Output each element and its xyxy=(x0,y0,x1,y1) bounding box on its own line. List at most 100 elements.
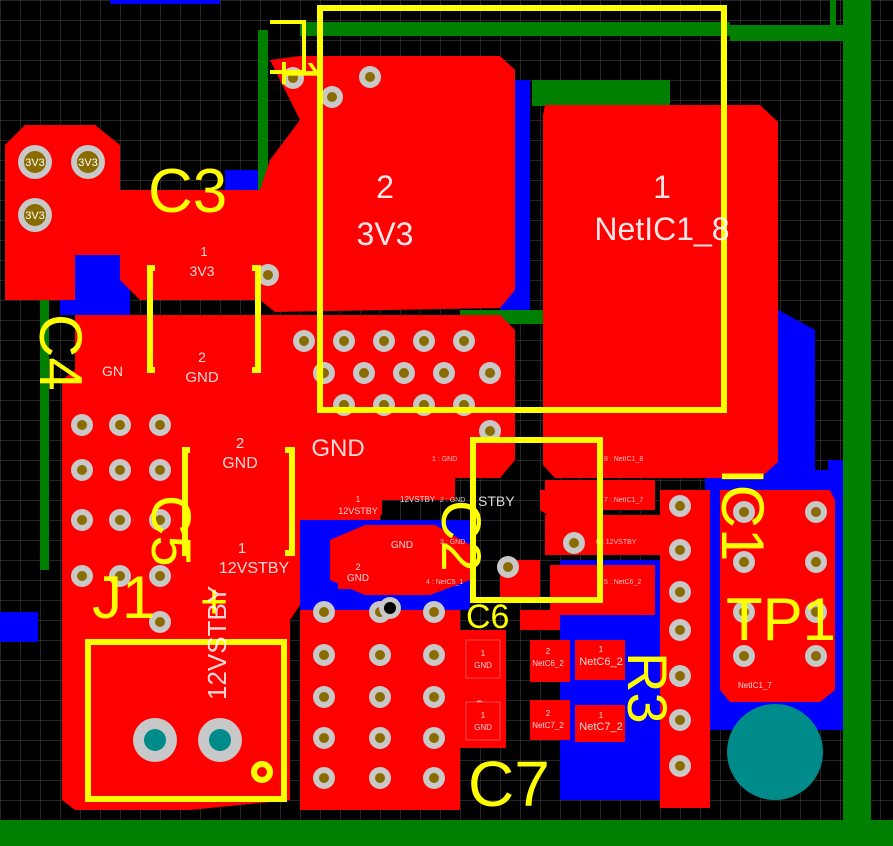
c5-pads: 2 GND 1 12VSTBY xyxy=(219,435,290,577)
via-hole xyxy=(24,204,46,226)
svg-text:NetC6_2: NetC6_2 xyxy=(532,659,564,668)
via-hole xyxy=(115,465,125,475)
svg-text:GND: GND xyxy=(474,723,492,732)
r3-designator: R3 xyxy=(616,652,679,724)
reg-pad1-number: 1 xyxy=(653,169,671,205)
via-hole xyxy=(429,773,439,783)
via-hole xyxy=(319,607,329,617)
via-hole xyxy=(115,571,125,581)
via-hole xyxy=(569,538,579,548)
svg-text:1: 1 xyxy=(599,645,604,654)
tp1-designator: TP1 xyxy=(726,586,836,653)
via-hole xyxy=(319,773,329,783)
svg-text:12VSTBY: 12VSTBY xyxy=(219,560,290,577)
svg-text:7 : NetIC1_7: 7 : NetIC1_7 xyxy=(604,497,643,504)
via-hole xyxy=(384,602,396,614)
via-hole xyxy=(339,336,349,346)
via-hole xyxy=(429,692,439,702)
via-hole xyxy=(429,733,439,743)
via-hole xyxy=(811,507,821,517)
svg-text:12VSTBY: 12VSTBY xyxy=(338,506,378,516)
via-hole xyxy=(739,507,749,517)
svg-text:1: 1 xyxy=(356,495,361,504)
c6-designator: C6 xyxy=(466,598,509,636)
svg-text:2: 2 xyxy=(198,349,206,365)
svg-text:8 : NetIC1_8: 8 : NetIC1_8 xyxy=(604,456,643,463)
vstby-rotated-label: 12VSTBY xyxy=(202,586,232,700)
ic1-pin-labels: 1 : GND 8 : NetIC1_8 7 : NetIC1_7 6 : 12… xyxy=(426,456,643,586)
gnd-partial-label: GN xyxy=(102,363,123,379)
svg-text:1 : GND: 1 : GND xyxy=(432,456,457,463)
stby-partial-label: STBY xyxy=(478,493,515,509)
via-net-label: 3V3 xyxy=(25,210,45,222)
via-hole xyxy=(77,571,87,581)
reg-pad1-net: NetIC1_8 xyxy=(594,211,729,247)
via-hole xyxy=(485,426,495,436)
via-net-label: 3V3 xyxy=(78,157,98,169)
svg-text:NetC7_2: NetC7_2 xyxy=(532,721,564,730)
via-hole xyxy=(439,368,449,378)
c3-pads: 1 3V3 2 GND xyxy=(185,244,219,386)
via-hole xyxy=(675,671,685,681)
via-hole xyxy=(288,73,298,83)
c7-designator: C7 xyxy=(468,748,550,820)
c2-pads: 1 12VSTBY 2 GND GND xyxy=(330,485,413,589)
svg-text:GND: GND xyxy=(474,661,492,670)
svg-text:1: 1 xyxy=(599,711,604,720)
via-hole xyxy=(503,562,513,572)
via-hole xyxy=(419,336,429,346)
ic1-designator: IC1 xyxy=(709,468,776,561)
svg-text:1: 1 xyxy=(481,649,486,658)
via-hole xyxy=(155,571,165,581)
via-hole xyxy=(739,557,749,567)
svg-text:2: 2 xyxy=(546,647,551,656)
via-hole xyxy=(675,625,685,635)
via-hole xyxy=(155,515,165,525)
c3-designator: C3 xyxy=(148,157,227,226)
via-hole xyxy=(429,650,439,660)
c2-designator: C2 xyxy=(430,500,493,572)
svg-text:GND: GND xyxy=(391,540,413,551)
via-hole xyxy=(365,72,375,82)
net-labels: GND GN 12VSTBY STBY 12VSTBY C7 xyxy=(102,363,515,713)
svg-text:6 : 12VSTBY: 6 : 12VSTBY xyxy=(596,539,637,546)
via-hole xyxy=(739,607,749,617)
svg-text:3 : GND: 3 : GND xyxy=(440,539,465,546)
silkscreen-outlines xyxy=(85,5,727,802)
silkscreen-text: C3 C4 C5 C2 C6 C7 R3 IC1 J1 TP1 1 + xyxy=(27,58,836,820)
svg-text:GND: GND xyxy=(222,455,258,472)
svg-text:1: 1 xyxy=(238,540,246,557)
via-hole xyxy=(115,515,125,525)
via-hole xyxy=(675,545,685,555)
via-hole xyxy=(485,368,495,378)
via-hole xyxy=(77,465,87,475)
via-hole xyxy=(375,650,385,660)
svg-text:NetC6_2: NetC6_2 xyxy=(579,656,622,668)
svg-text:5 : NetC6_2: 5 : NetC6_2 xyxy=(604,579,641,586)
via-hole xyxy=(375,773,385,783)
via-hole xyxy=(459,336,469,346)
svg-text:GND: GND xyxy=(185,369,219,386)
via-hole xyxy=(24,151,46,173)
via-hole xyxy=(375,692,385,702)
svg-text:2: 2 xyxy=(355,562,360,572)
via-hole xyxy=(379,336,389,346)
via-hole xyxy=(675,715,685,725)
via-hole xyxy=(77,420,87,430)
via-hole xyxy=(299,336,309,346)
regulator-pad-labels: 2 3V3 1 NetIC1_8 xyxy=(357,169,730,252)
via-hole xyxy=(429,607,439,617)
svg-text:3V3: 3V3 xyxy=(190,263,215,279)
svg-text:2: 2 xyxy=(546,709,551,718)
via-hole xyxy=(319,692,329,702)
polarity-plus: + xyxy=(200,576,228,629)
j1-designator: J1 xyxy=(92,564,155,631)
svg-text:2: 2 xyxy=(236,435,244,452)
via-hole xyxy=(77,151,99,173)
via-hole xyxy=(155,465,165,475)
tp1-pad-net: NetIC1_7 xyxy=(738,681,772,690)
svg-text:1: 1 xyxy=(200,244,207,259)
reg-pad2-net: 3V3 xyxy=(357,216,414,252)
